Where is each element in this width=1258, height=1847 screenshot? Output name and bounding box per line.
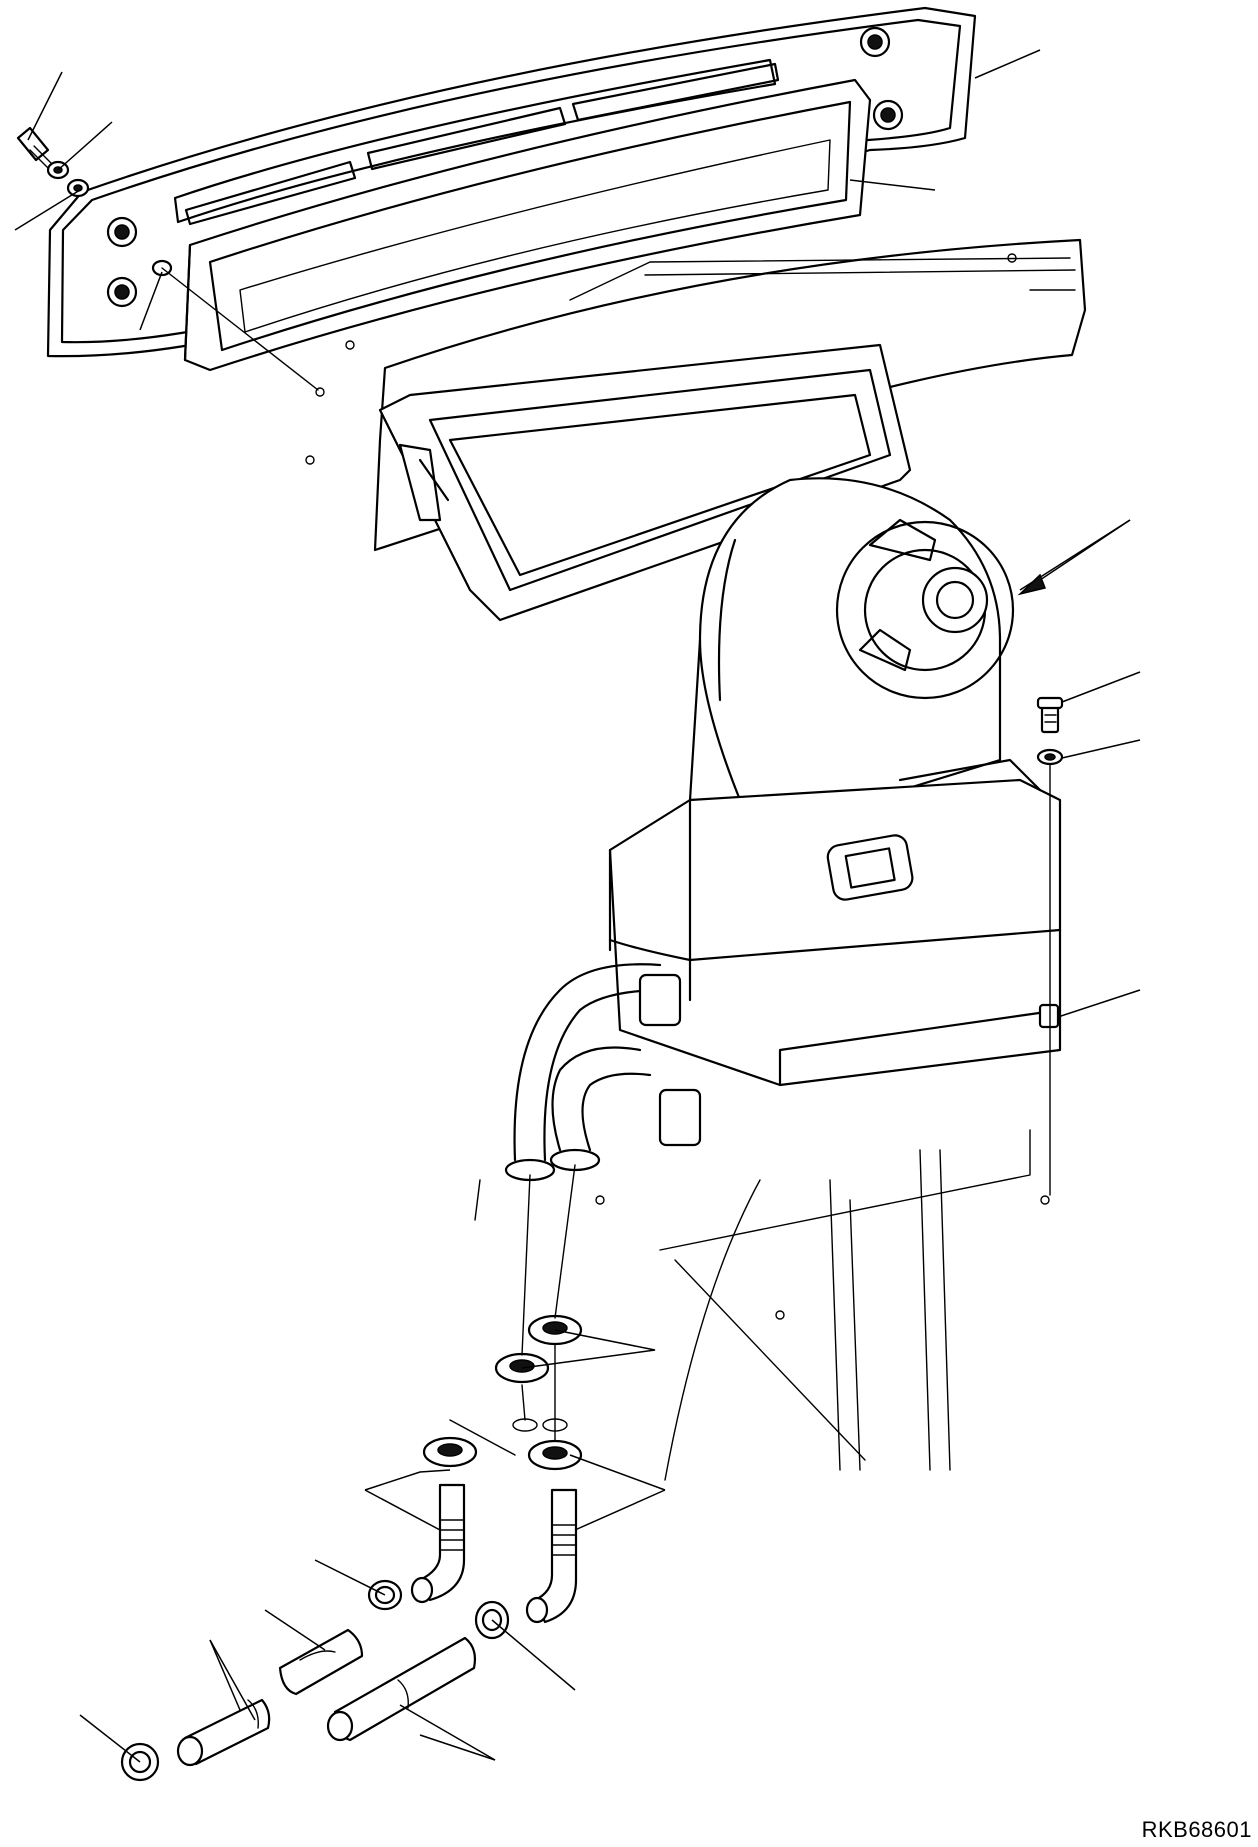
filter-element (183, 78, 872, 372)
axis-lines-lower (449, 1164, 576, 1456)
hose-section-upper (278, 1628, 364, 1696)
washer-right (1036, 748, 1064, 766)
hose-section-right (326, 1636, 477, 1742)
elbow-fitting-right (525, 1488, 578, 1624)
cab-floor (474, 1129, 1050, 1481)
elbow-fitting-left (410, 1483, 466, 1604)
heater-hoses (504, 963, 702, 1182)
seal-ring-4 (527, 1439, 583, 1471)
callout-arrow (1017, 519, 1131, 596)
blower-assembly (688, 477, 1015, 802)
hose-section-left (176, 1698, 271, 1767)
air-duct-housing (378, 343, 912, 622)
seal-ring-3 (422, 1436, 478, 1468)
washer-left-b (66, 178, 90, 198)
heater-unit (608, 758, 1062, 1087)
spacer-right (1038, 1003, 1060, 1029)
bolt-right (1036, 696, 1064, 734)
grommet-small (151, 259, 325, 465)
drawing-code: RKB68601 (1141, 1817, 1252, 1842)
leader-lines (14, 49, 1141, 1763)
